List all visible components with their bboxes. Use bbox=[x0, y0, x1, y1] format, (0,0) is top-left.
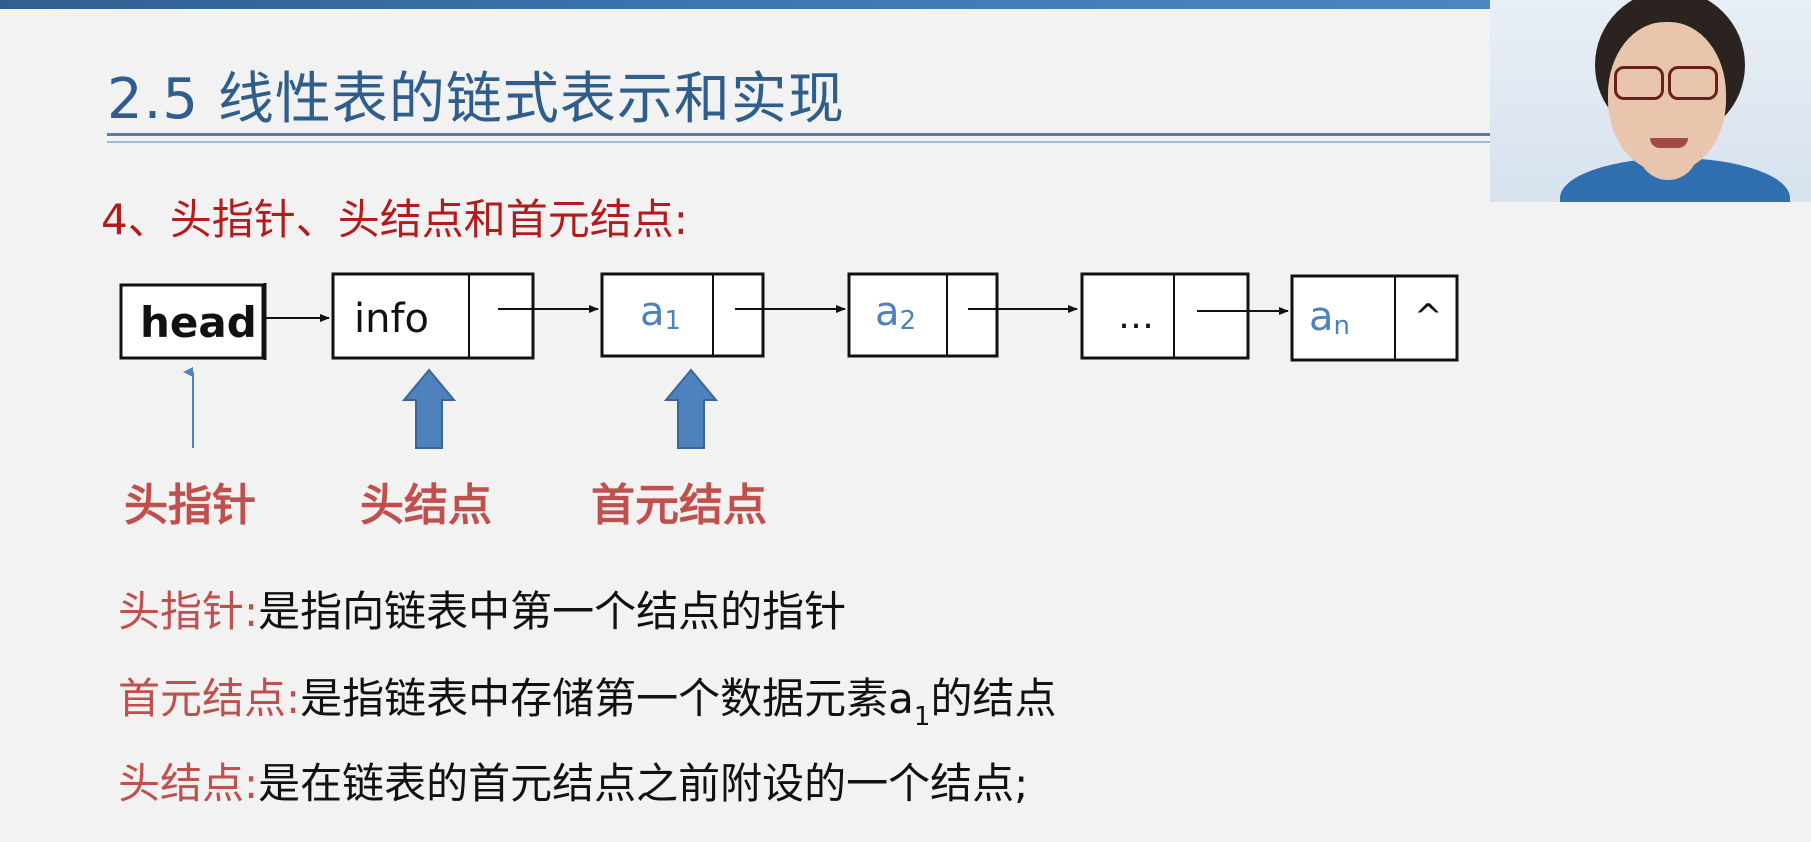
glasses-icon bbox=[1614, 66, 1664, 100]
node-a1-base: a bbox=[640, 289, 665, 335]
node-a2: a2 bbox=[849, 274, 997, 356]
definition-head-node: 头结点:是在链表的首元结点之前附设的一个结点; bbox=[118, 750, 1028, 811]
definition-text: 是在链表的首元结点之前附设的一个结点; bbox=[258, 759, 1028, 808]
first-node-block-arrow bbox=[666, 370, 716, 448]
node-a1-sub: 1 bbox=[665, 306, 682, 336]
node-an-base: a bbox=[1309, 294, 1334, 340]
node-ellipsis: … bbox=[1082, 274, 1248, 358]
glasses-icon bbox=[1668, 66, 1718, 100]
webcam-overlay bbox=[1490, 0, 1811, 202]
head-node-block-arrow bbox=[404, 370, 454, 448]
definition-term: 头指针: bbox=[118, 587, 258, 636]
label-first-node: 首元结点 bbox=[591, 469, 767, 533]
definition-term: 首元结点: bbox=[118, 674, 300, 723]
label-head-pointer: 头指针 bbox=[124, 469, 256, 533]
definition-text: 是指向链表中第一个结点的指针 bbox=[258, 587, 846, 636]
definition-text: 是指链表中存储第一个数据元素a bbox=[300, 674, 914, 723]
info-label: info bbox=[354, 296, 429, 342]
head-pointer-box: head bbox=[121, 283, 265, 360]
node-a2-sub: 2 bbox=[900, 306, 917, 336]
definition-subscript: 1 bbox=[914, 702, 931, 732]
node-ellipsis-label: … bbox=[1118, 296, 1154, 337]
node-a1: a1 bbox=[602, 274, 763, 356]
definition-head-pointer: 头指针:是指向链表中第一个结点的指针 bbox=[118, 578, 846, 639]
definition-first-node: 首元结点:是指链表中存储第一个数据元素a1的结点 bbox=[118, 665, 1056, 726]
node-a2-base: a bbox=[875, 289, 900, 335]
node-an: an ^ bbox=[1292, 276, 1457, 360]
head-node-box: info bbox=[333, 274, 533, 358]
label-head-node: 头结点 bbox=[360, 469, 492, 533]
head-label: head bbox=[140, 298, 257, 347]
null-pointer-marker: ^ bbox=[1414, 297, 1443, 337]
webcam-presenter-mouth bbox=[1650, 138, 1688, 148]
node-an-sub: n bbox=[1334, 311, 1350, 341]
definition-term: 头结点: bbox=[118, 759, 258, 808]
definition-text-after: 的结点 bbox=[930, 674, 1056, 723]
